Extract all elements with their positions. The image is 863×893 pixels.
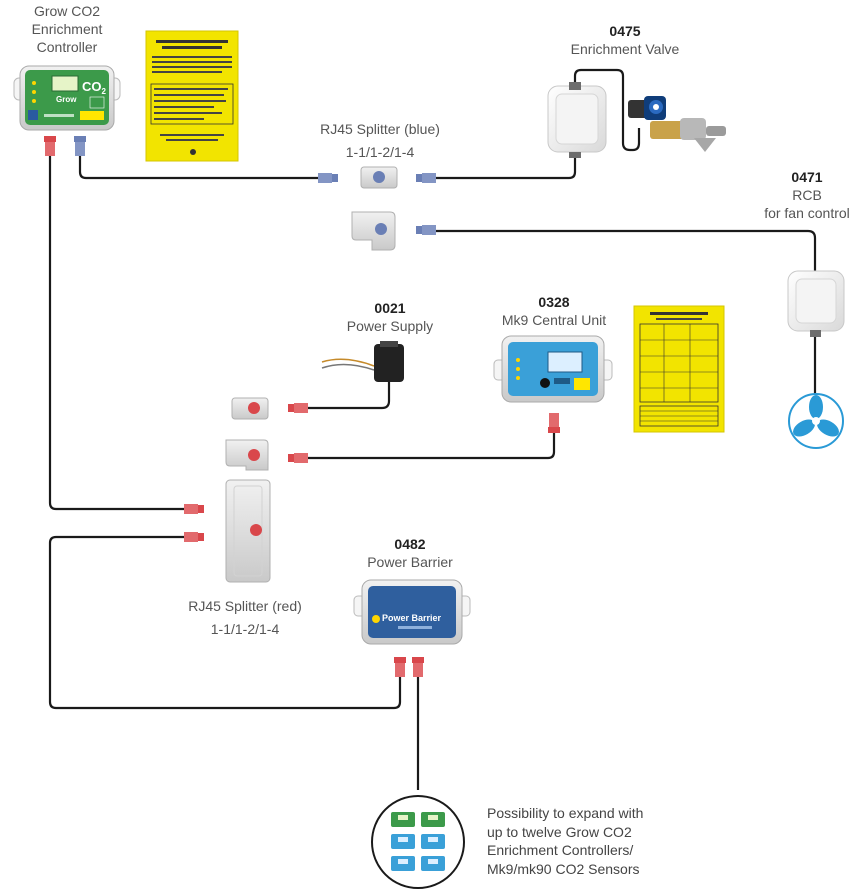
power-barrier-face-text: Power Barrier <box>382 613 442 623</box>
cable-red-splitter-to-power-barrier <box>48 535 402 710</box>
connector-red <box>548 413 560 433</box>
power-supply-label: 0021 Power Supply <box>330 299 450 335</box>
blue-splitter-label-line1: RJ45 Splitter (blue) <box>320 121 440 137</box>
enrichment-valve-name: Enrichment Valve <box>570 41 680 57</box>
red-splitter-large <box>225 479 271 583</box>
connector-red <box>412 657 424 677</box>
blue-splitter-t <box>351 211 396 251</box>
connector-red <box>288 403 308 413</box>
enrichment-valve-label: 0475 Enrichment Valve <box>555 22 695 58</box>
central-unit-label: 0328 Mk9 Central Unit <box>488 293 620 329</box>
connector-red <box>184 532 204 542</box>
cable-controller-to-blue-splitter <box>78 155 318 180</box>
connectors <box>44 136 560 677</box>
power-barrier-label: 0482 Power Barrier <box>350 535 470 571</box>
mini-sensor-icon <box>421 834 445 849</box>
grow-controller-label-line3: Controller <box>36 39 98 55</box>
cable-controller-to-red-splitter <box>48 155 186 511</box>
power-barrier-name: Power Barrier <box>367 554 453 570</box>
power-supply-name: Power Supply <box>346 318 434 334</box>
expansion-note-line1: Possibility to expand with <box>487 805 644 821</box>
connector-blue <box>74 136 86 156</box>
enrichment-valve-code: 0475 <box>609 23 641 39</box>
rcb-code: 0471 <box>791 169 823 185</box>
red-splitter-label-line2: 1-1/1-2/1-4 <box>210 621 280 637</box>
connector-red <box>394 657 406 677</box>
mini-sensor-icon <box>391 834 415 849</box>
expansion-devices-circle <box>371 795 465 889</box>
controller-co2-subscript: 2 <box>102 87 107 96</box>
red-splitter-t <box>225 439 269 471</box>
mini-controller-icon <box>391 812 415 827</box>
cables <box>48 68 817 790</box>
svg-text:CO2: CO2 <box>82 79 107 96</box>
enrichment-valve-box <box>547 82 607 158</box>
connector-blue <box>416 225 436 235</box>
blue-splitter-inline <box>360 166 398 189</box>
rcb-label: 0471 RCB for fan control <box>752 168 862 222</box>
controller-co2-text: CO <box>82 79 102 94</box>
red-splitter-inline <box>231 397 269 420</box>
cable-blue-splitter-to-valve <box>436 68 641 180</box>
blue-splitter-label: RJ45 Splitter (blue) 1-1/1-2/1-4 <box>300 118 460 164</box>
controller-grow-text: Grow <box>56 95 77 104</box>
expansion-note-line2: up to twelve Grow CO2 <box>487 823 632 840</box>
expansion-note-line4: Mk9/mk90 CO2 Sensors <box>487 860 640 877</box>
connector-red <box>184 504 204 514</box>
central-unit-code: 0328 <box>538 294 570 310</box>
fan-icon <box>788 393 844 449</box>
central-unit-name: Mk9 Central Unit <box>501 312 607 328</box>
mini-sensor-icon <box>391 856 415 871</box>
connector-red <box>44 136 56 156</box>
grow-controller-label-line1: Grow CO2 <box>33 3 101 19</box>
co2-safety-system-sign <box>633 305 725 433</box>
co2-setpoint-info-sign <box>145 30 239 162</box>
grow-co2-controller: CO2 Grow <box>13 65 121 131</box>
expansion-note-line3: Enrichment Controllers/ <box>487 842 634 858</box>
red-splitter-label: RJ45 Splitter (red) 1-1/1-2/1-4 <box>170 595 320 641</box>
power-barrier-code: 0482 <box>394 536 426 552</box>
red-splitter-label-line1: RJ45 Splitter (red) <box>188 598 302 614</box>
grow-controller-label-line2: Enrichment <box>31 21 103 37</box>
mini-sensor-icon <box>421 856 445 871</box>
grow-controller-label: Grow CO2 Enrichment Controller <box>14 2 120 56</box>
power-supply-code: 0021 <box>374 300 406 316</box>
rcb-name: RCB <box>792 187 822 203</box>
power-supply-adapter <box>321 341 404 382</box>
solenoid-valve <box>628 96 726 152</box>
rcb-box <box>787 270 845 337</box>
rcb-purpose: for fan control <box>764 205 850 221</box>
cable-blue-splitter-to-rcb <box>436 229 817 272</box>
cable-power-supply <box>305 382 391 410</box>
cable-central-unit-to-red-splitter <box>305 432 556 460</box>
mk9-central-unit <box>493 335 613 403</box>
expansion-note: Possibility to expand with up to twelve … <box>487 804 687 878</box>
mini-controller-icon <box>421 812 445 827</box>
connector-blue <box>416 173 436 183</box>
blue-splitter-label-line2: 1-1/1-2/1-4 <box>345 144 415 160</box>
power-barrier-device: Power Barrier <box>353 579 471 645</box>
connector-red <box>288 453 308 463</box>
connector-blue <box>318 173 338 183</box>
